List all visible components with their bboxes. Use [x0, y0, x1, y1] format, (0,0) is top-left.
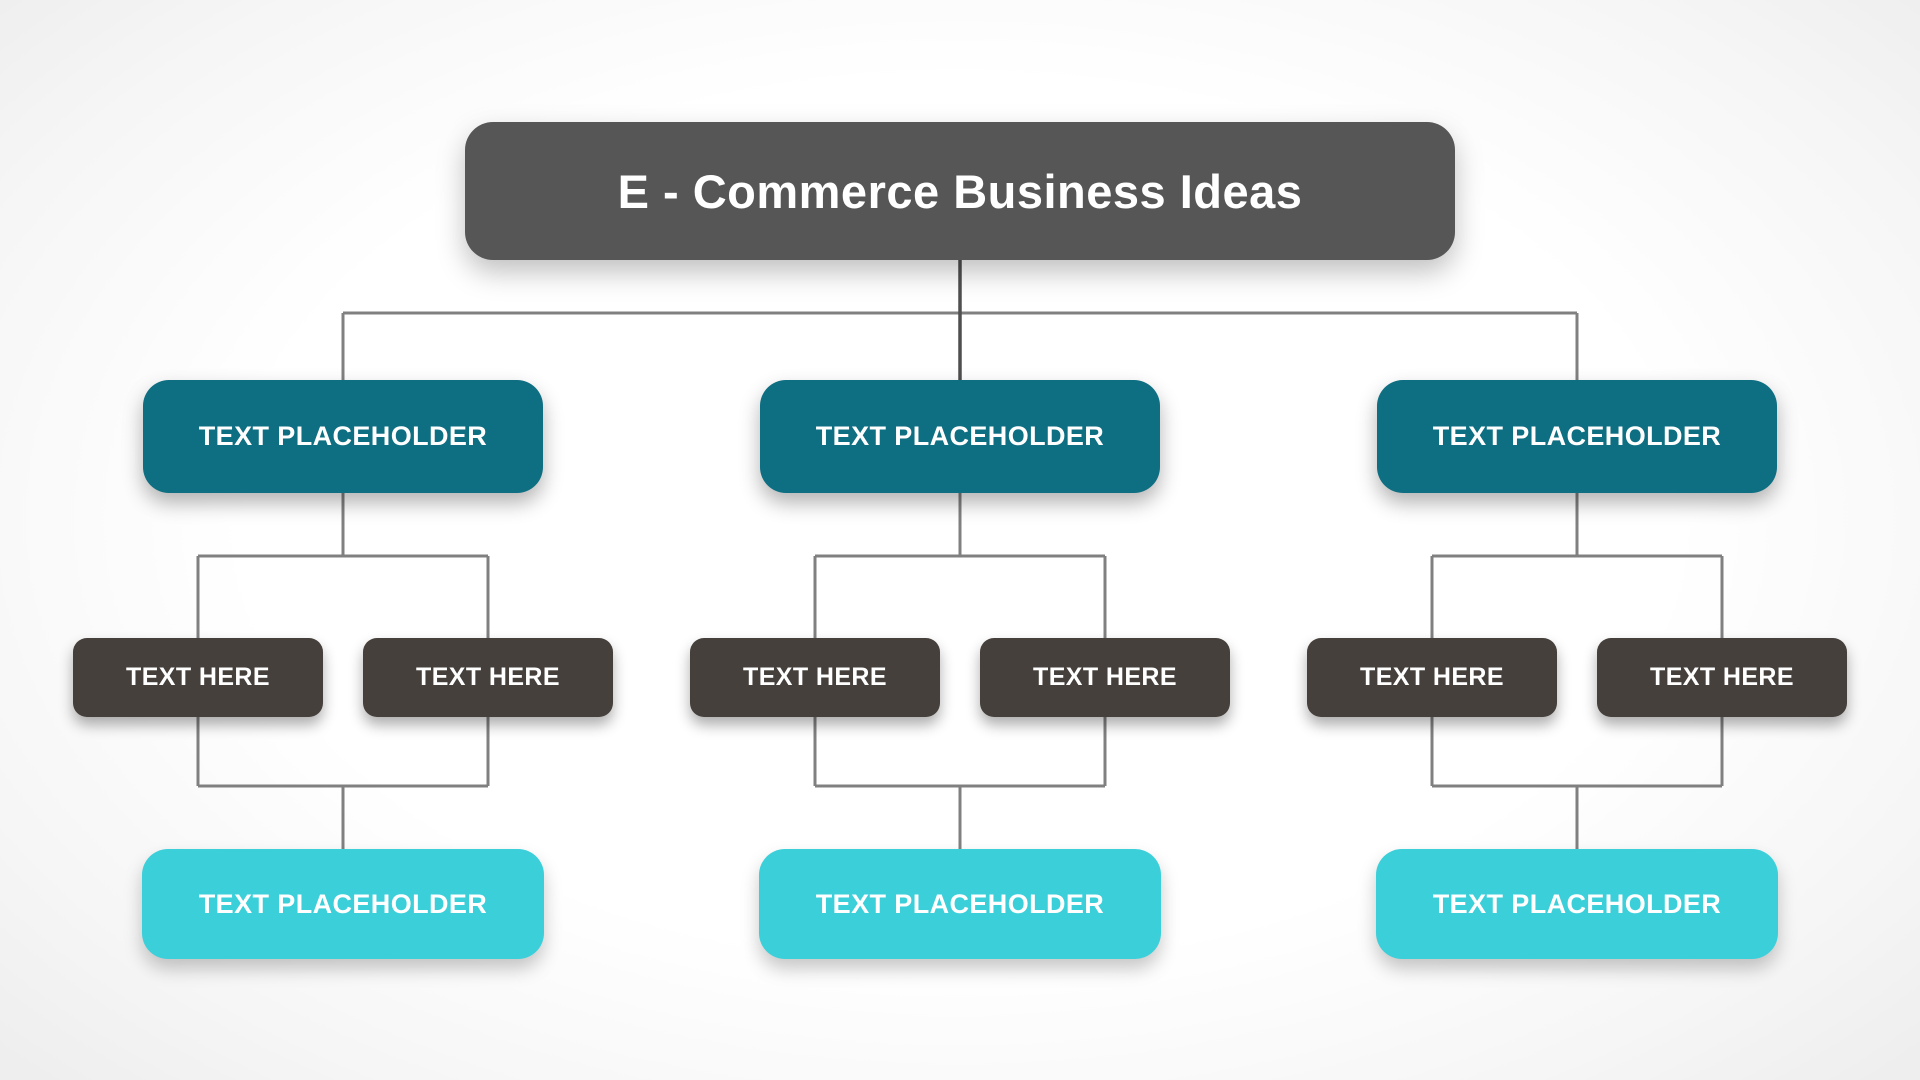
result-node-2: TEXT PLACEHOLDER — [759, 849, 1161, 959]
result-node-3: TEXT PLACEHOLDER — [1376, 849, 1778, 959]
leaf-node-1-left: TEXT HERE — [73, 638, 323, 717]
leaf-node-3-left: TEXT HERE — [1307, 638, 1557, 717]
result-node-1: TEXT PLACEHOLDER — [142, 849, 544, 959]
diagram-title: E - Commerce Business Ideas — [465, 122, 1455, 260]
branch-node-3: TEXT PLACEHOLDER — [1377, 380, 1777, 493]
leaf-node-1-right: TEXT HERE — [363, 638, 613, 717]
branch-node-2: TEXT PLACEHOLDER — [760, 380, 1160, 493]
branch-node-1: TEXT PLACEHOLDER — [143, 380, 543, 493]
leaf-node-3-right: TEXT HERE — [1597, 638, 1847, 717]
leaf-node-2-left: TEXT HERE — [690, 638, 940, 717]
leaf-node-2-right: TEXT HERE — [980, 638, 1230, 717]
